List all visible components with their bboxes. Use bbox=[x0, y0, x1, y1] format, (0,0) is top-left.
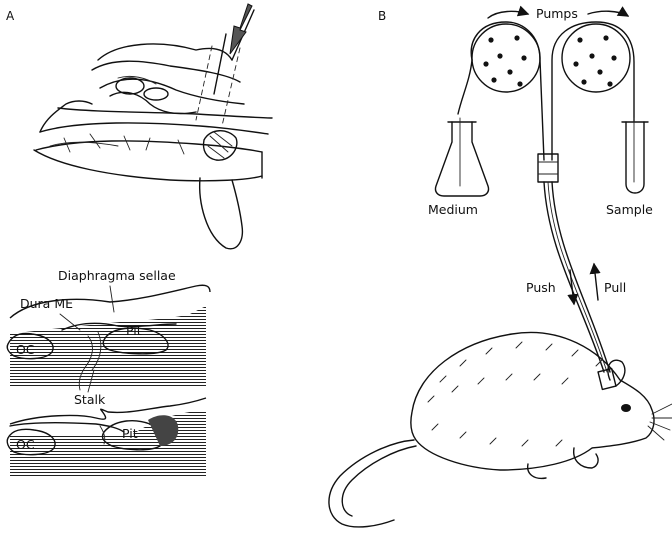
pumps-label: Pumps bbox=[536, 6, 578, 21]
pit-label-2: Pit bbox=[122, 426, 138, 441]
pit-label: Pit bbox=[126, 323, 142, 338]
dura-label: Dura ME bbox=[20, 296, 73, 311]
pituitary-diagram-2: OC Pit bbox=[7, 398, 206, 476]
oc-label-2: OC bbox=[16, 437, 35, 452]
oc-label: OC bbox=[16, 342, 35, 357]
panel-a-label: A bbox=[6, 9, 15, 23]
sample-tube bbox=[622, 118, 648, 193]
pituitary-diagram-1: OC Pit Diaphragma sellae Dura ME Stalk bbox=[7, 268, 210, 407]
panel-b-label: B bbox=[378, 9, 386, 23]
diaphragma-label: Diaphragma sellae bbox=[58, 268, 176, 283]
medium-label: Medium bbox=[428, 202, 478, 217]
sample-label: Sample bbox=[606, 202, 653, 217]
panel-b: B Pumps bbox=[329, 6, 672, 527]
skull-section-illustration bbox=[34, 4, 272, 249]
pump-wheel-left bbox=[472, 24, 540, 92]
stalk-label: Stalk bbox=[74, 392, 106, 407]
push-label: Push bbox=[526, 280, 556, 295]
pump-wheel-right bbox=[562, 24, 630, 92]
medium-flask bbox=[435, 118, 488, 196]
panel-a: A bbox=[6, 4, 272, 476]
pull-label: Pull bbox=[604, 280, 626, 295]
rat-illustration bbox=[329, 332, 672, 527]
